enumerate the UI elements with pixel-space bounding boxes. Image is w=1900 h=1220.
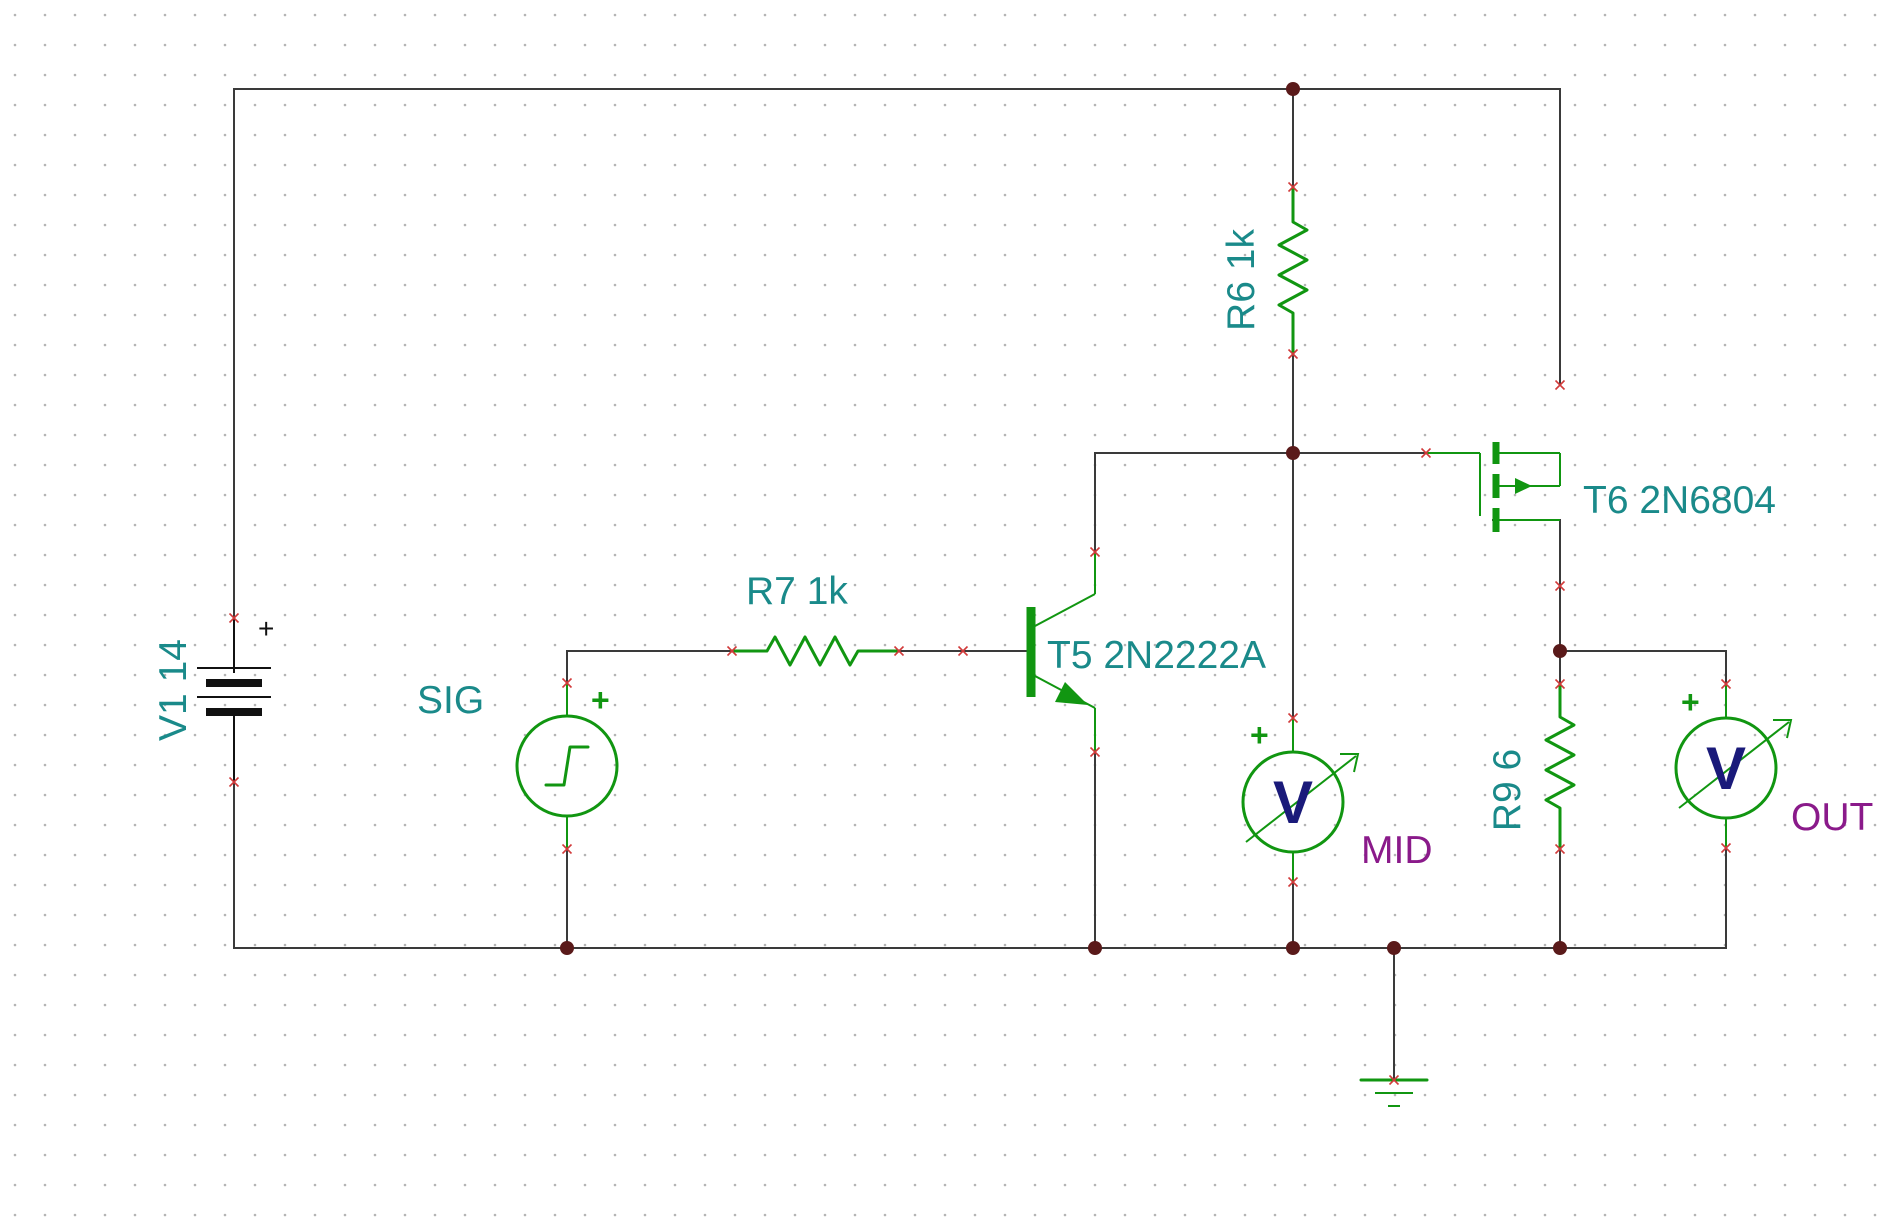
node-ground-r9 — [1553, 941, 1567, 955]
node-top — [1286, 82, 1300, 96]
pin-marker — [893, 645, 905, 657]
sig-label: SIG — [417, 679, 484, 722]
pin-marker — [228, 776, 240, 788]
wire-out-to-meter[interactable] — [1559, 650, 1727, 685]
pin-marker — [1287, 876, 1299, 888]
node-ground-sig — [560, 941, 574, 955]
pin-marker — [1287, 181, 1299, 193]
pin-marker — [726, 645, 738, 657]
pin-marker — [1554, 843, 1566, 855]
pin-marker — [1089, 546, 1101, 558]
r9-label: R9 6 — [1486, 749, 1529, 831]
node-ground-t5 — [1088, 941, 1102, 955]
battery-label: V1 14 — [152, 639, 195, 741]
t5-label: T5 2N2222A — [1047, 634, 1266, 677]
pin-marker — [1720, 678, 1732, 690]
resistor-r9[interactable]: R9 6 — [1486, 682, 1576, 851]
voltmeter-mid-label: MID — [1361, 829, 1433, 872]
voltmeter-out-letter: V — [1706, 735, 1746, 802]
transistor-t6[interactable]: T6 2N6804 — [1426, 442, 1776, 532]
pin-marker — [1388, 1074, 1400, 1086]
emitter-arrow-icon — [1055, 682, 1088, 705]
wire-top-rail[interactable] — [233, 88, 1561, 619]
voltmeter-mid[interactable]: V + MID — [1241, 717, 1433, 882]
battery-v1[interactable]: + V1 14 — [152, 613, 274, 782]
pin-marker — [1720, 842, 1732, 854]
t6-label: T6 2N6804 — [1583, 479, 1776, 522]
sig-plus-sign: + — [591, 682, 610, 718]
wire-sig-to-r7[interactable] — [566, 650, 733, 684]
step-source-icon — [544, 745, 590, 787]
pin-marker — [228, 612, 240, 624]
wire-t5-collector-to-mid[interactable] — [1094, 452, 1294, 553]
node-mid — [1286, 446, 1300, 460]
resistor-r7[interactable]: R7 1k — [730, 570, 901, 667]
node-ground-stub — [1387, 941, 1401, 955]
wire-bottom-rail[interactable] — [233, 781, 1727, 949]
voltmeter-out[interactable]: V + OUT — [1674, 684, 1873, 848]
pin-markers — [228, 181, 1732, 1086]
pin-marker — [1089, 746, 1101, 758]
battery-plus-sign: + — [258, 613, 274, 644]
r6-label: R6 1k — [1220, 229, 1263, 331]
junction-nodes — [560, 82, 1567, 955]
node-ground-mid — [1286, 941, 1300, 955]
pin-marker — [561, 677, 573, 689]
voltmeter-mid-letter: V — [1273, 769, 1313, 836]
pin-marker — [1287, 348, 1299, 360]
pin-marker — [1554, 379, 1566, 391]
pin-marker — [1420, 447, 1432, 459]
voltmeter-mid-plus: + — [1250, 717, 1269, 753]
resistor-r6[interactable]: R6 1k — [1220, 185, 1309, 356]
voltmeter-out-plus: + — [1681, 684, 1700, 720]
pin-marker — [957, 645, 969, 657]
voltmeter-out-label: OUT — [1791, 796, 1873, 839]
pin-marker — [561, 843, 573, 855]
pin-marker — [1287, 712, 1299, 724]
pin-marker — [1554, 678, 1566, 690]
channel-arrow-icon — [1515, 478, 1532, 494]
signal-source-sig[interactable]: + SIG — [417, 679, 619, 849]
node-out — [1553, 644, 1567, 658]
r7-label: R7 1k — [746, 570, 848, 613]
transistor-t5[interactable]: T5 2N2222A — [1026, 552, 1266, 752]
pin-marker — [1554, 580, 1566, 592]
